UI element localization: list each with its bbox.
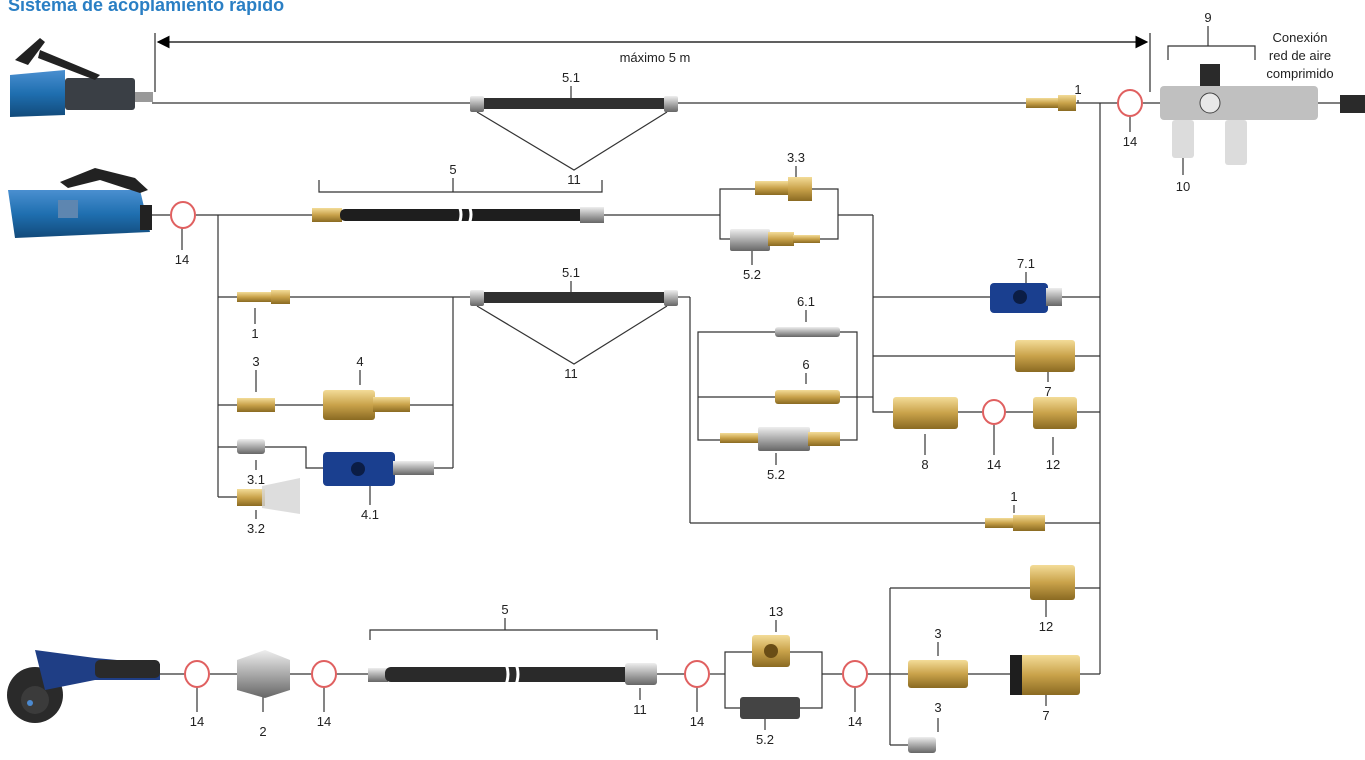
- coupling-5-2-upper: [730, 229, 820, 251]
- coupling-5-2-middle: [720, 427, 840, 451]
- coupling-5-2-lower: [740, 697, 800, 719]
- seal-ring-14-e: [312, 661, 336, 687]
- label-1-lower: 1: [1010, 489, 1017, 504]
- label-10: 10: [1176, 179, 1190, 194]
- connection-label-1: Conexión: [1273, 30, 1328, 45]
- label-3-bottom-steel: 3: [934, 700, 941, 715]
- label-5-2-upper: 5.2: [743, 267, 761, 282]
- coupling-4: [323, 390, 410, 420]
- label-7-lower: 7: [1042, 708, 1049, 723]
- label-14-bottom-b: 14: [317, 714, 331, 729]
- fitting-13: [752, 635, 790, 667]
- angle-grinder-bottom: [7, 650, 160, 723]
- nipple-3-bottom-steel: [908, 737, 936, 753]
- label-11-bottom: 11: [633, 702, 647, 717]
- label-6: 6: [802, 357, 809, 372]
- connector-lines: [152, 26, 1340, 745]
- label-13: 13: [769, 604, 783, 619]
- label-3-left: 3: [252, 354, 259, 369]
- hose-5-1-middle: [470, 290, 678, 306]
- frl-bracket: [1168, 46, 1255, 60]
- label-11-top: 11: [567, 172, 581, 187]
- label-11-middle: 11: [564, 366, 578, 381]
- connection-label-3: comprimido: [1266, 66, 1333, 81]
- label-9: 9: [1204, 10, 1211, 25]
- label-3-1: 3.1: [247, 472, 265, 487]
- coupling-7-1: [990, 283, 1062, 313]
- dimension-label: máximo 5 m: [620, 50, 691, 65]
- coupling-4-1: [323, 452, 434, 486]
- die-grinder-middle: [8, 168, 152, 238]
- seal-ring-14-f: [685, 661, 709, 687]
- nipple-1-top: [1026, 95, 1076, 111]
- connection-label-2: red de aire: [1269, 48, 1331, 63]
- label-14-middle: 14: [175, 252, 189, 267]
- nipple-3-1: [237, 439, 265, 454]
- nipple-1-middle: [237, 290, 290, 304]
- hose-5-bottom: [368, 662, 657, 687]
- plug-end: [1340, 95, 1365, 113]
- nipple-12-upper: [1033, 397, 1077, 429]
- coupling-8: [893, 397, 958, 429]
- nipple-3-3: [755, 177, 812, 201]
- label-3-bottom: 3: [934, 626, 941, 641]
- label-1-middle: 1: [251, 326, 258, 341]
- label-5-2-middle: 5.2: [767, 467, 785, 482]
- label-7-upper: 7: [1044, 384, 1051, 399]
- label-5-bottom: 5: [501, 602, 508, 617]
- label-3-2: 3.2: [247, 521, 265, 536]
- label-12-upper: 12: [1046, 457, 1060, 472]
- label-6-1: 6.1: [797, 294, 815, 309]
- seal-ring-14-a: [1118, 90, 1142, 116]
- hose-5-1-top: [470, 96, 678, 112]
- label-14-right: 14: [987, 457, 1001, 472]
- seal-ring-14-d: [185, 661, 209, 687]
- label-7-1: 7.1: [1017, 256, 1035, 271]
- nipple-3-left: [237, 398, 275, 412]
- coupling-7-upper: [1015, 340, 1075, 372]
- label-4: 4: [356, 354, 363, 369]
- label-14-bottom-c: 14: [690, 714, 704, 729]
- label-1-top: 1: [1074, 82, 1081, 97]
- label-14-bottom-d: 14: [848, 714, 862, 729]
- swivel-2: [237, 650, 290, 698]
- label-4-1: 4.1: [361, 507, 379, 522]
- hose-5-middle: [312, 204, 604, 226]
- coupling-7-lower: [1010, 655, 1080, 695]
- seal-ring-14-g: [843, 661, 867, 687]
- straight-grinder-top: [10, 38, 153, 117]
- label-5-middle: 5: [449, 162, 456, 177]
- label-5-1-top: 5.1: [562, 70, 580, 85]
- label-5-1-middle: 5.1: [562, 265, 580, 280]
- label-14-top: 14: [1123, 134, 1137, 149]
- nipple-6: [775, 390, 840, 404]
- seal-ring-14-c: [983, 400, 1005, 424]
- label-12-lower: 12: [1039, 619, 1053, 634]
- label-8: 8: [921, 457, 928, 472]
- nipple-6-1: [775, 327, 840, 337]
- nipple-12-lower: [1030, 565, 1075, 600]
- label-14-bottom-a: 14: [190, 714, 204, 729]
- label-5-2-lower: 5.2: [756, 732, 774, 747]
- nipple-1-lower: [985, 515, 1045, 531]
- seal-ring-14-b: [171, 202, 195, 228]
- label-3-3: 3.3: [787, 150, 805, 165]
- label-2: 2: [259, 724, 266, 739]
- nipple-3-bottom: [908, 660, 968, 688]
